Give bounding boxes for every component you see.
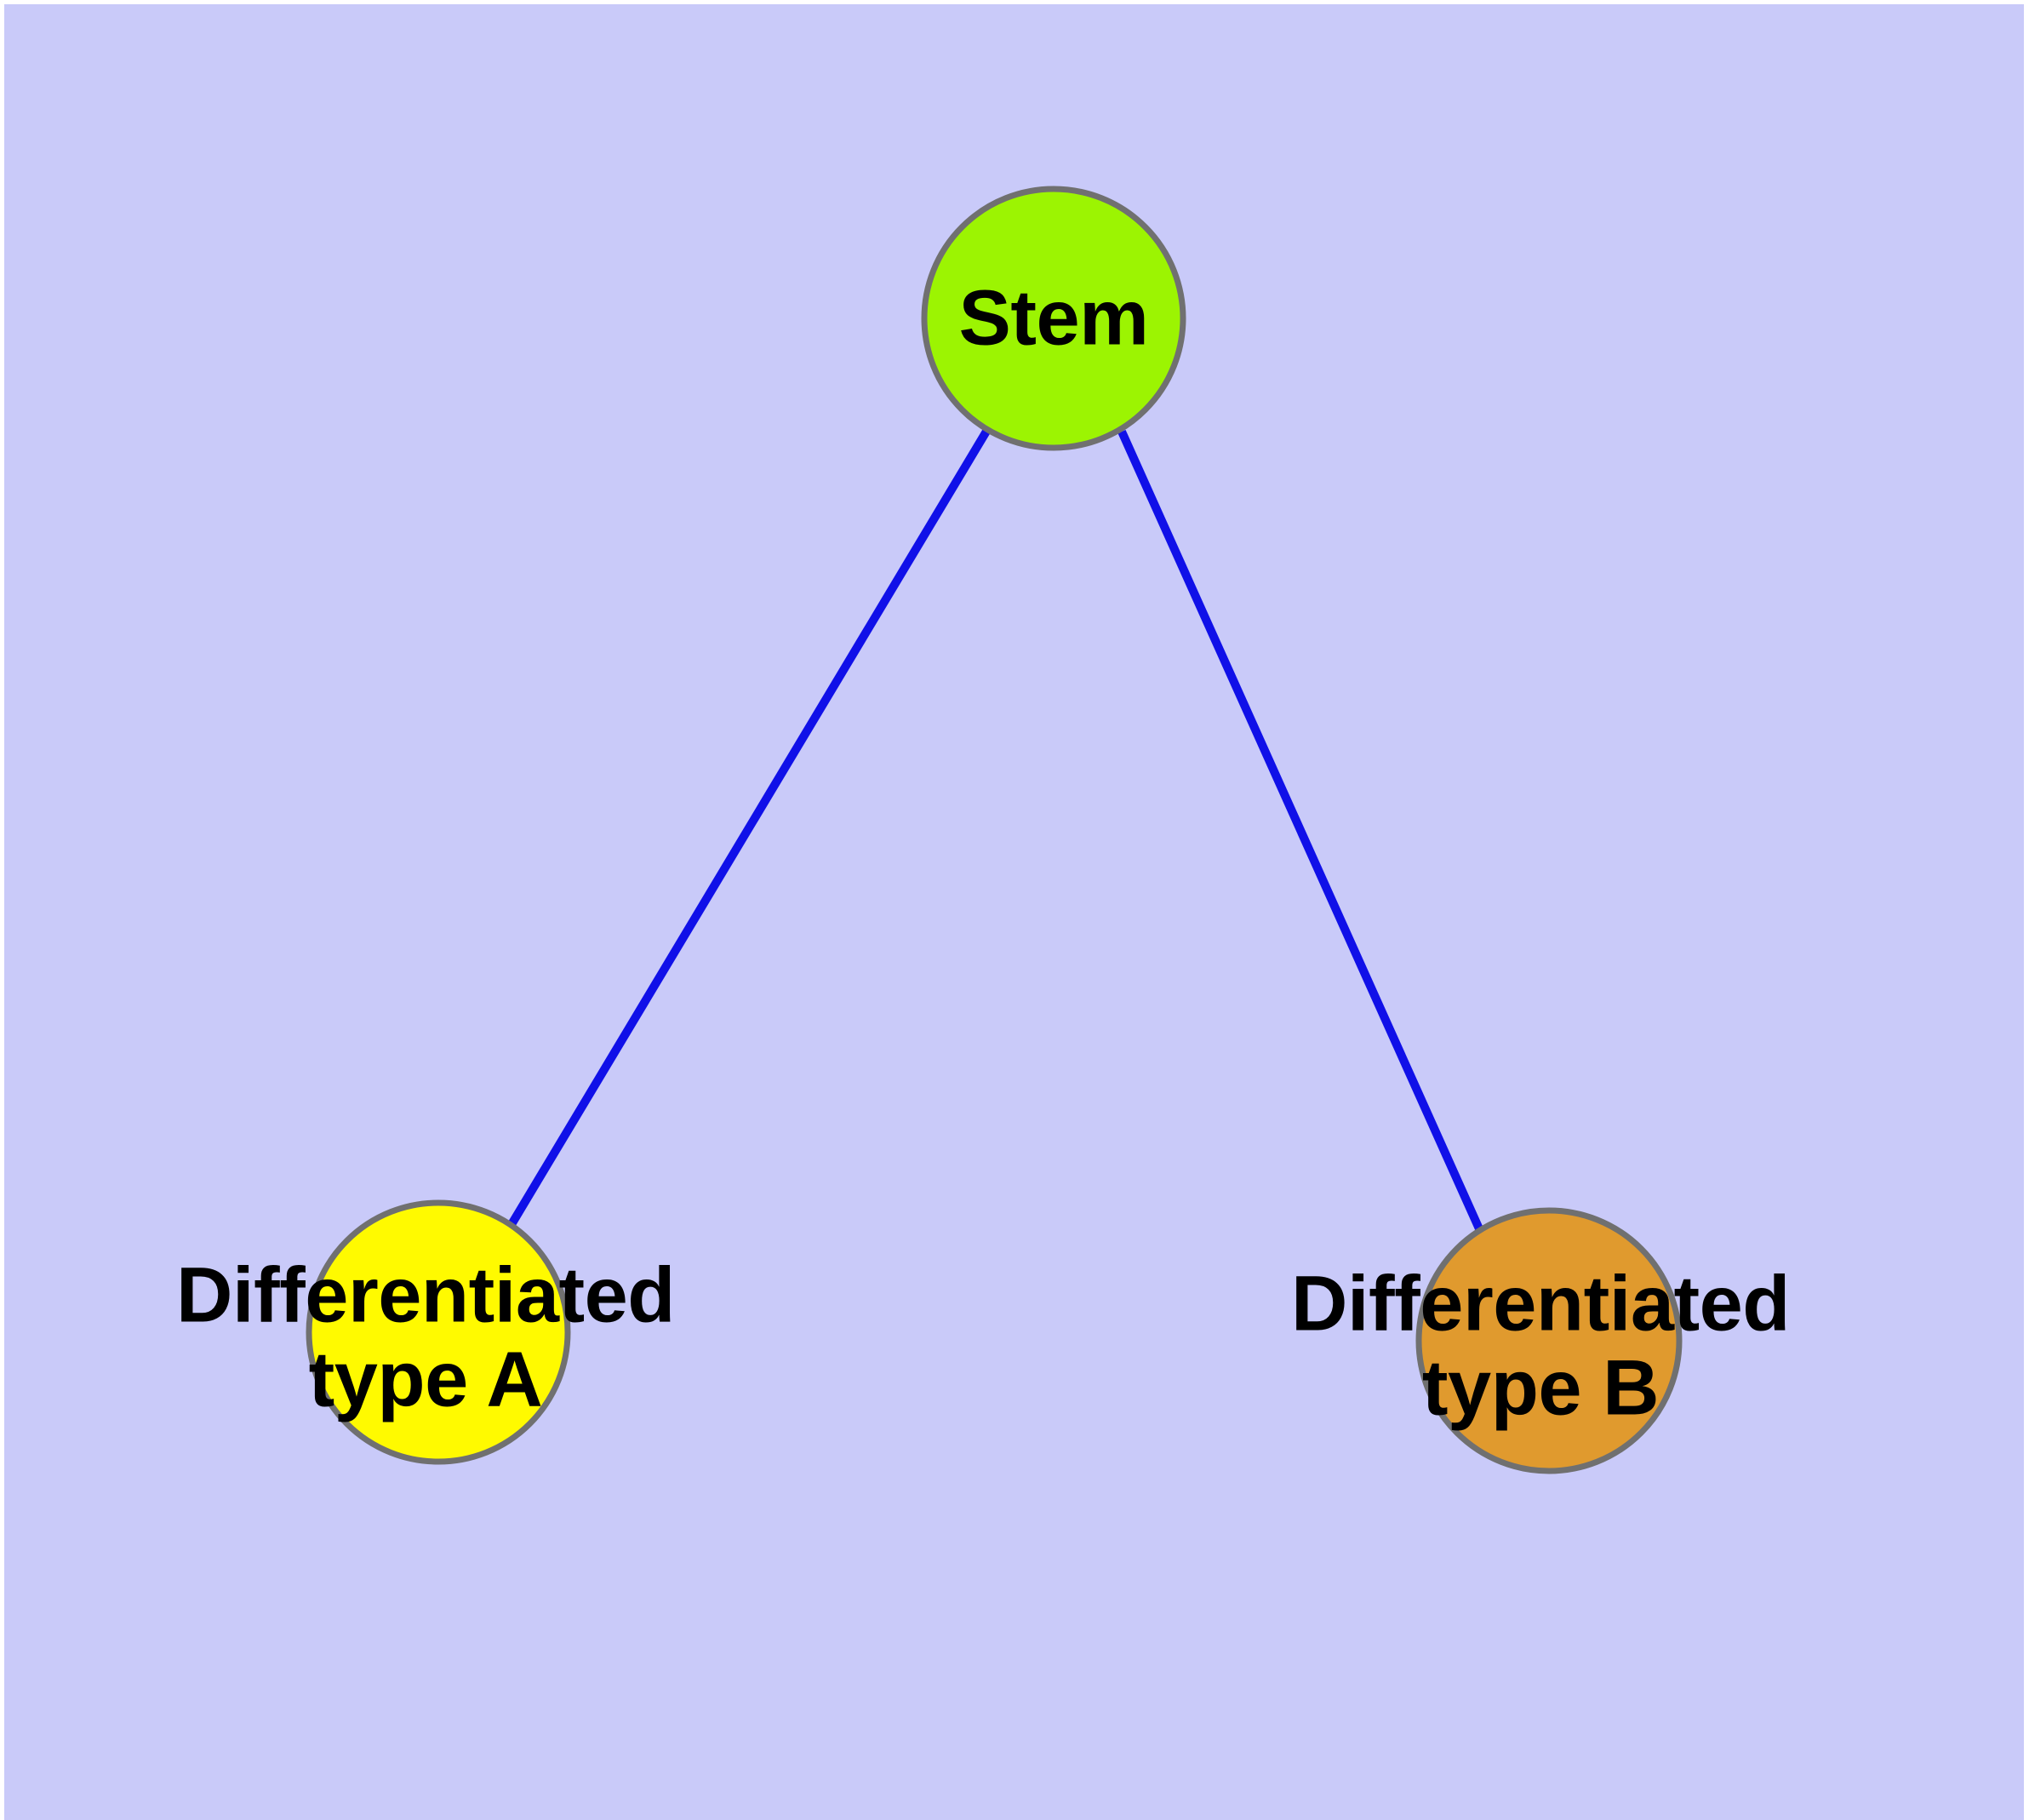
node-diff-b-circle[interactable] xyxy=(1415,1207,1683,1474)
node-diff-a-circle[interactable] xyxy=(306,1199,571,1465)
node-layer xyxy=(306,186,1683,1474)
edge-stem-to-diff-a[interactable] xyxy=(506,427,992,1228)
edge-layer xyxy=(506,427,1485,1235)
node-stem-circle[interactable] xyxy=(921,186,1186,451)
edge-stem-to-diff-b[interactable] xyxy=(1117,429,1485,1235)
